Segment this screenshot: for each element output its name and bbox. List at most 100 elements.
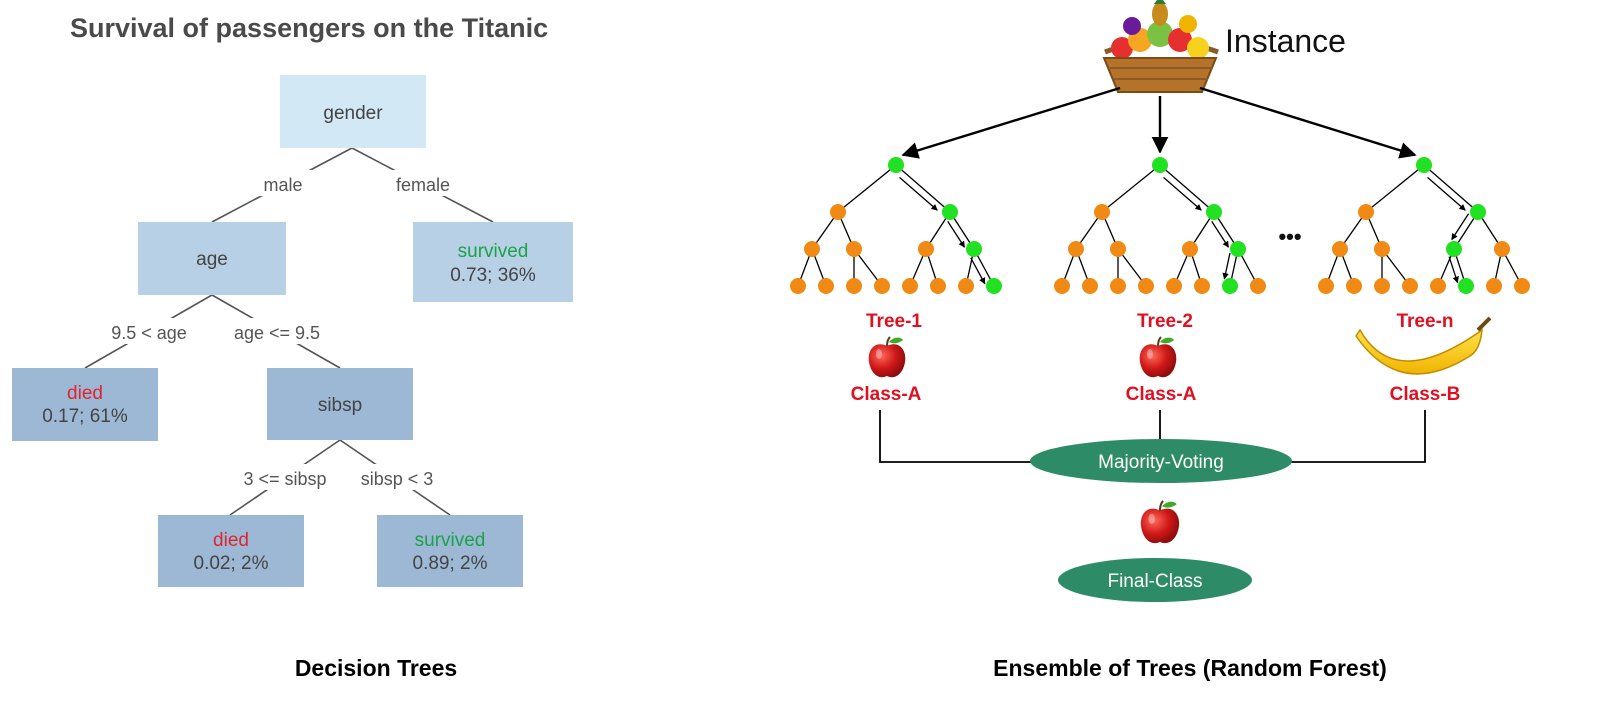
edge-label-age-gt: 9.5 < age — [111, 323, 187, 343]
rf-edge — [1101, 164, 1161, 213]
rf-node-path — [942, 204, 958, 220]
rf-node-path — [1470, 204, 1486, 220]
final-class-node: Final-Class — [1058, 558, 1252, 602]
rf-node — [958, 278, 974, 294]
node-sibsp-high-outcome: died — [213, 530, 249, 551]
rf-node — [1138, 278, 1154, 294]
rf-node-path — [1446, 241, 1462, 257]
rf-node — [1054, 278, 1070, 294]
tree-1-class-label: Class-A — [851, 384, 922, 405]
node-sibsp-high-stats: 0.02; 2% — [194, 553, 269, 574]
node-sibsp-high-died: died 0.02; 2% — [158, 515, 304, 587]
node-female-outcome: survived — [458, 241, 529, 262]
rf-node — [1250, 278, 1266, 294]
node-young-died: died 0.17; 61% — [12, 368, 158, 441]
tree-n-class-label: Class-B — [1390, 384, 1461, 405]
rf-node — [1332, 241, 1348, 257]
rf-node-path — [888, 157, 904, 173]
tree-1-prediction-apple-icon — [867, 336, 907, 379]
node-sibsp-low-survived: survived 0.89; 2% — [377, 515, 523, 587]
rf-path-arrow — [1448, 256, 1459, 284]
rf-path-arrow — [899, 176, 938, 211]
rf-node-path — [966, 241, 982, 257]
voting-connectors — [879, 410, 1426, 463]
node-female-survived: survived 0.73; 36% — [413, 222, 573, 302]
rf-node — [1068, 241, 1084, 257]
node-young-stats: 0.17; 61% — [42, 406, 128, 427]
rf-node-path — [1458, 278, 1474, 294]
node-gender-label: gender — [323, 103, 383, 124]
rf-node — [1094, 204, 1110, 220]
rf-node — [918, 241, 934, 257]
node-sibsp: sibsp — [267, 368, 413, 440]
rf-node — [902, 278, 918, 294]
node-sibsp-low-outcome: survived — [415, 530, 486, 551]
fruit-basket-icon — [1102, 0, 1219, 93]
rf-node — [1182, 241, 1198, 257]
decision-tree-panel: Survival of passengers on the Titanic ma… — [12, 13, 573, 681]
majority-voting-label: Majority-Voting — [1098, 452, 1224, 473]
rf-path-arrow — [1211, 221, 1230, 248]
rf-node — [1486, 278, 1502, 294]
rf-path-arrow — [947, 221, 966, 248]
trees-ellipsis: ••• — [1278, 224, 1301, 249]
final-class-label: Final-Class — [1107, 571, 1202, 592]
tree-2-class-label: Class-A — [1126, 384, 1197, 405]
forest-trees — [790, 157, 1530, 294]
rf-node-path — [1222, 278, 1238, 294]
rf-node — [818, 278, 834, 294]
rf-edge — [895, 164, 951, 213]
rf-node — [930, 278, 946, 294]
tree-2-label: Tree-2 — [1137, 311, 1193, 332]
node-age: age — [138, 222, 286, 295]
rf-node-path — [986, 278, 1002, 294]
rf-node — [874, 278, 890, 294]
node-young-outcome: died — [67, 383, 103, 404]
rf-path-arrow — [1427, 176, 1466, 211]
rf-node — [846, 278, 862, 294]
rf-path-arrow — [1451, 213, 1470, 241]
rf-node-path — [1230, 241, 1246, 257]
node-female-stats: 0.73; 36% — [450, 265, 536, 286]
edge-label-male: male — [263, 175, 302, 195]
rf-node — [1514, 278, 1530, 294]
rf-node — [1494, 241, 1510, 257]
rf-tree-1 — [790, 157, 1002, 294]
rf-node — [1110, 278, 1126, 294]
rf-node — [1430, 278, 1446, 294]
tree-2-prediction-apple-icon — [1138, 336, 1178, 379]
rf-tree-3 — [1318, 157, 1530, 294]
rf-node-path — [1152, 157, 1168, 173]
final-prediction-apple-icon — [1139, 500, 1181, 545]
rf-node-path — [1206, 204, 1222, 220]
rf-node — [1374, 278, 1390, 294]
rf-edge — [1365, 164, 1425, 213]
rf-node — [1194, 278, 1210, 294]
rf-path-arrow — [1222, 252, 1231, 280]
instance-label: Instance — [1225, 23, 1346, 59]
tree-1-label: Tree-1 — [866, 311, 922, 332]
instance-arrows — [901, 86, 1417, 159]
decision-trees-caption: Decision Trees — [295, 655, 457, 681]
rf-node — [1374, 241, 1390, 257]
rf-node — [1318, 278, 1334, 294]
random-forest-panel: Instance ••• Tree-1 Tree-2 Tree-n Class-… — [790, 0, 1530, 681]
edge-label-sibsp-lt: sibsp < 3 — [361, 469, 434, 489]
rf-node — [1346, 278, 1362, 294]
random-forest-caption: Ensemble of Trees (Random Forest) — [993, 655, 1387, 681]
rf-path-arrow — [970, 257, 986, 285]
node-age-label: age — [196, 249, 228, 270]
node-gender: gender — [280, 75, 426, 148]
edge-label-age-le: age <= 9.5 — [234, 323, 320, 343]
rf-edge — [1159, 164, 1215, 213]
majority-voting-node: Majority-Voting — [1030, 439, 1292, 483]
decision-tree-title: Survival of passengers on the Titanic — [70, 13, 548, 43]
node-sibsp-low-stats: 0.89; 2% — [413, 553, 488, 574]
rf-edge — [837, 164, 897, 213]
rf-node — [1110, 241, 1126, 257]
rf-node — [1358, 204, 1374, 220]
rf-node — [1082, 278, 1098, 294]
edge-label-female: female — [396, 175, 450, 195]
tree-n-prediction-banana-icon — [1355, 316, 1492, 375]
